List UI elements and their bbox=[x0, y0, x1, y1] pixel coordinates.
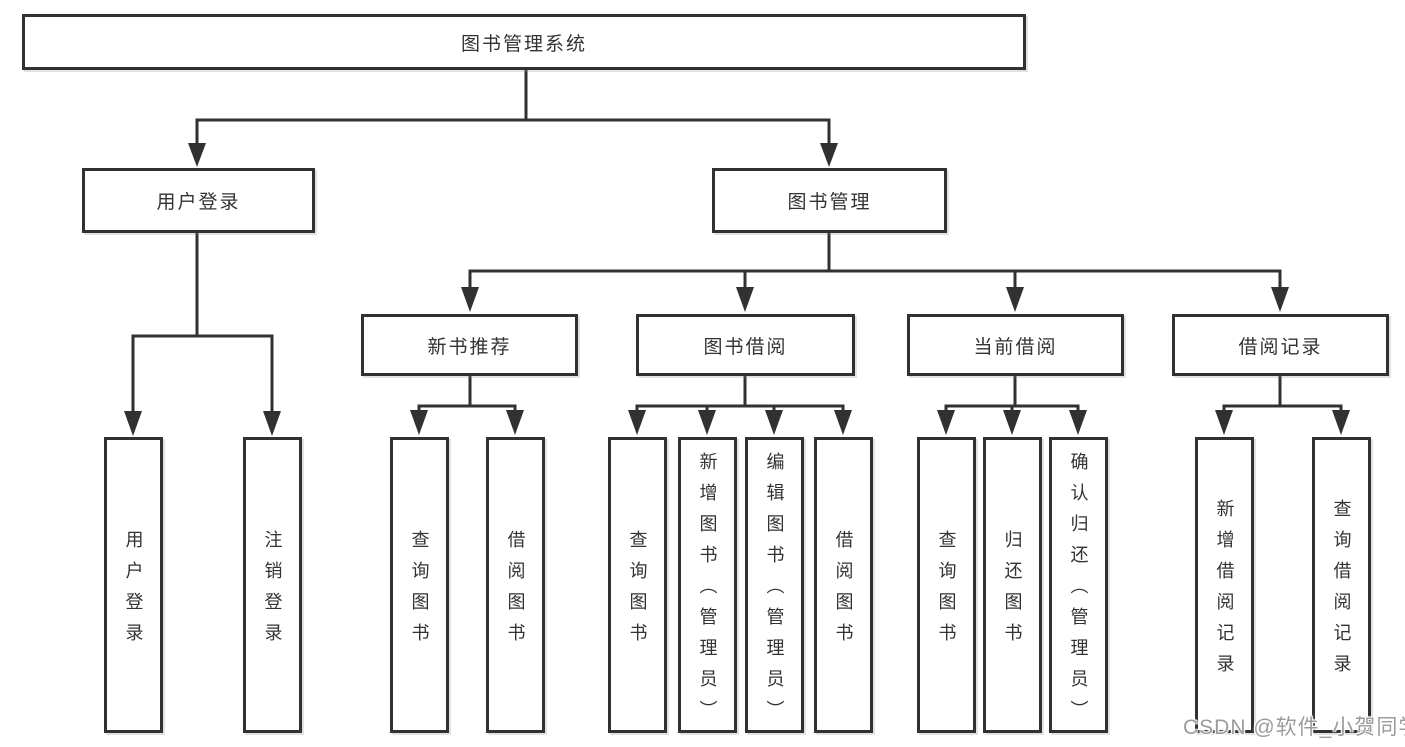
leaf-label: 用户登录 bbox=[123, 529, 144, 654]
leaf-label: 归还图书 bbox=[1002, 529, 1023, 654]
node-label: 图书管理 bbox=[787, 192, 872, 213]
leaf-confirm-return-admin: 确认归还（管理员） bbox=[1049, 437, 1108, 733]
leaf-add-borrow-record: 新增借阅记录 bbox=[1195, 437, 1254, 733]
leaf-label: 确认归还（管理员） bbox=[1068, 452, 1089, 731]
node-label: 当前借阅 bbox=[973, 336, 1058, 358]
leaf-query-books-1: 查询图书 bbox=[390, 437, 449, 733]
node-book-management: 图书管理 bbox=[712, 168, 947, 233]
node-root-system: 图书管理系统 bbox=[22, 14, 1026, 70]
node-user-login: 用户登录 bbox=[82, 168, 315, 233]
leaf-label: 查询借阅记录 bbox=[1331, 498, 1352, 685]
leaf-query-books-3: 查询图书 bbox=[917, 437, 976, 733]
leaf-label: 新增借阅记录 bbox=[1214, 498, 1235, 685]
node-book-borrowing: 图书借阅 bbox=[636, 314, 855, 376]
leaf-query-borrow-record: 查询借阅记录 bbox=[1312, 437, 1371, 733]
arrowhead-icons bbox=[124, 143, 1350, 436]
node-label: 图书借阅 bbox=[703, 336, 788, 358]
node-label: 借阅记录 bbox=[1238, 336, 1323, 358]
node-label: 用户登录 bbox=[156, 192, 241, 213]
leaf-label: 查询图书 bbox=[409, 529, 430, 654]
leaf-label: 查询图书 bbox=[936, 529, 957, 654]
leaf-return-books: 归还图书 bbox=[983, 437, 1042, 733]
leaf-label: 借阅图书 bbox=[505, 529, 526, 654]
leaf-edit-books-admin: 编辑图书（管理员） bbox=[745, 437, 804, 733]
leaf-label: 注销登录 bbox=[262, 529, 283, 654]
node-label: 图书管理系统 bbox=[460, 33, 587, 55]
node-label: 新书推荐 bbox=[427, 336, 512, 358]
leaf-label: 查询图书 bbox=[627, 529, 648, 654]
leaf-label: 借阅图书 bbox=[833, 529, 854, 654]
leaf-borrow-books-2: 借阅图书 bbox=[814, 437, 873, 733]
leaf-user-login: 用户登录 bbox=[104, 437, 163, 733]
leaf-query-books-2: 查询图书 bbox=[608, 437, 667, 733]
leaf-label: 新增图书（管理员） bbox=[697, 452, 718, 731]
node-current-borrowing: 当前借阅 bbox=[907, 314, 1124, 376]
node-borrowing-records: 借阅记录 bbox=[1172, 314, 1389, 376]
leaf-label: 编辑图书（管理员） bbox=[764, 452, 785, 731]
node-new-book-recommend: 新书推荐 bbox=[361, 314, 578, 376]
leaf-logout: 注销登录 bbox=[243, 437, 302, 733]
csdn-watermark: CSDN @软件_小贺同学 bbox=[1183, 716, 1405, 739]
leaf-add-books-admin: 新增图书（管理员） bbox=[678, 437, 737, 733]
leaf-borrow-books-1: 借阅图书 bbox=[486, 437, 545, 733]
